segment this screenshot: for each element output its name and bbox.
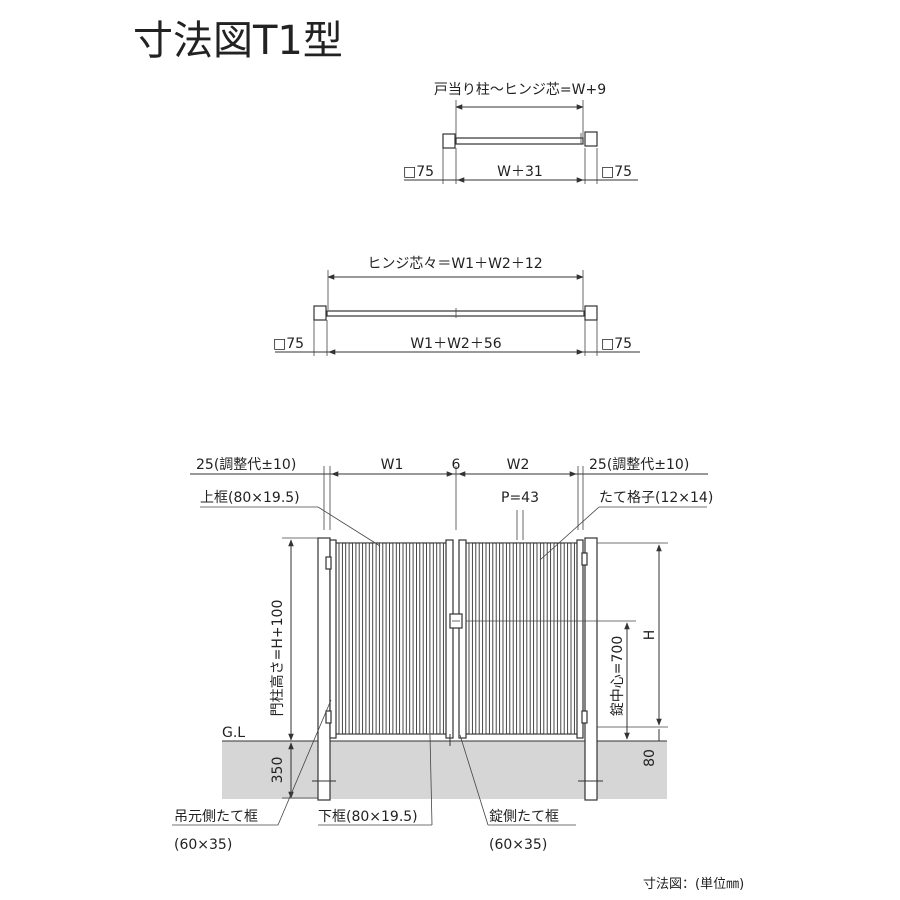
hinge-stile-size: (60×35) — [174, 837, 232, 853]
ground-area — [222, 741, 667, 799]
hinge-top-right — [581, 552, 588, 566]
vertical-bar — [352, 542, 357, 735]
vertical-bar — [405, 542, 411, 735]
post-height-label: 門柱高さ=H+100 — [269, 600, 286, 717]
vertical-bar — [529, 542, 535, 735]
double-post-right — [584, 305, 598, 321]
hinge-bottom-left — [325, 710, 332, 724]
vertical-bar — [468, 542, 473, 735]
lock-center-label: 錠中心=700 — [610, 636, 626, 716]
embed-label: 350 — [270, 757, 286, 784]
double-post-right-label: □75 — [601, 336, 632, 352]
vertical-bar — [439, 542, 444, 735]
single-inner-label: W＋31 — [497, 164, 543, 180]
lock-stile-right — [458, 539, 467, 739]
bars-label: たて格子(12×14) — [599, 490, 713, 506]
vertical-bar — [392, 542, 397, 735]
lock-stile-label: 錠側たて框 — [489, 809, 559, 825]
vertical-bar — [536, 542, 541, 735]
w2-label: W2 — [507, 457, 530, 473]
ground-label: G.L — [222, 725, 245, 741]
vertical-bar — [556, 542, 562, 735]
hinge-top-left — [325, 556, 332, 570]
adjust-left-label: 25(調整代±10) — [196, 457, 296, 473]
double-inner-label: W1＋W2＋56 — [410, 336, 501, 352]
top-frame-label: 上框(80×19.5) — [200, 490, 300, 506]
vertical-bar — [550, 542, 555, 735]
w1-label: W1 — [381, 457, 404, 473]
single-gate-bar — [455, 137, 584, 145]
vertical-bar — [509, 542, 514, 735]
vertical-bar — [563, 542, 569, 735]
top-view-double: ヒンジ芯々＝W1＋W2＋12 □75 W1＋W2＋56 □75 — [273, 256, 640, 356]
vertical-bar — [358, 542, 364, 735]
left-leaf-bars — [338, 542, 444, 735]
vertical-bar — [495, 542, 501, 735]
double-gate-bar — [326, 310, 585, 317]
lock-post — [584, 537, 598, 801]
vertical-bar — [385, 542, 390, 735]
vertical-bar — [570, 542, 575, 735]
clearance-label: 80 — [642, 749, 658, 767]
hinge-stile-label: 吊元側たて框 — [174, 809, 258, 825]
vertical-bar — [378, 542, 384, 735]
hinge-post — [317, 537, 331, 801]
bottom-frame-label: 下框(80×19.5) — [318, 809, 418, 825]
vertical-bar — [543, 542, 548, 735]
height-label: H — [642, 630, 658, 641]
vertical-bar — [488, 542, 494, 735]
vertical-bar — [412, 542, 417, 735]
vertical-bar — [399, 542, 404, 735]
right-hinge-stile — [576, 539, 584, 739]
vertical-bar — [502, 542, 507, 735]
vertical-bar — [365, 542, 370, 735]
vertical-bar — [426, 542, 431, 735]
vertical-bar — [345, 542, 350, 735]
vertical-bar — [516, 542, 521, 735]
vertical-bar — [475, 542, 480, 735]
vertical-bar — [419, 542, 424, 735]
vertical-bar — [522, 542, 528, 735]
hinge-stile — [329, 539, 337, 739]
double-post-left — [313, 305, 327, 321]
vertical-bar — [432, 542, 438, 735]
double-post-left-label: □75 — [273, 336, 304, 352]
top-view-single: 戸当り柱～ヒンジ芯=W+9 □75 W＋31 □75 — [403, 82, 638, 184]
vertical-bar — [482, 542, 487, 735]
single-post-right — [584, 131, 598, 147]
page-title: 寸法図T1型 — [133, 18, 343, 64]
single-post-left — [442, 133, 456, 149]
lock-stile-size: (60×35) — [489, 837, 547, 853]
vertical-bar — [338, 542, 343, 735]
single-post-left-label: □75 — [403, 164, 434, 180]
double-overall-label: ヒンジ芯々＝W1＋W2＋12 — [367, 256, 542, 272]
footnote: 寸法図：(単位㎜) — [643, 876, 744, 892]
gap-label: 6 — [452, 457, 461, 473]
vertical-bar — [372, 542, 377, 735]
elevation-view: G.L 25(調整代±10) W1 6 W2 25(調整代±10) — [172, 457, 713, 853]
adjust-right-label: 25(調整代±10) — [589, 457, 689, 473]
single-overall-label: 戸当り柱～ヒンジ芯=W+9 — [434, 82, 606, 98]
lock-stile-left — [445, 539, 454, 739]
hinge-bottom-right — [581, 710, 588, 724]
right-leaf-bars — [468, 542, 575, 735]
pitch-label: P=43 — [501, 490, 539, 506]
single-post-right-label: □75 — [601, 164, 632, 180]
